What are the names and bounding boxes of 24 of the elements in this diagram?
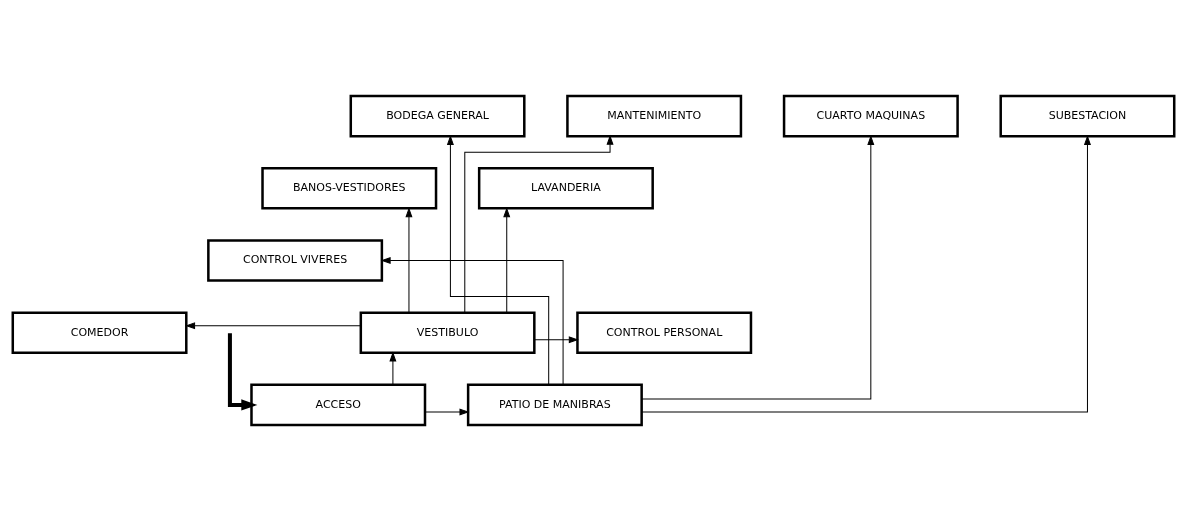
node-box: CUARTO MAQUINAS: [782, 94, 959, 138]
node-box: BANOS-VESTIDORES: [261, 166, 438, 210]
arrow: [186, 322, 362, 329]
node-box: VESTIBULO: [359, 311, 536, 355]
arrow: [424, 408, 469, 416]
node-box: CONTROL VIVERES: [207, 239, 384, 282]
arrow: [641, 135, 875, 400]
node-box: PATIO DE MANIBRAS: [466, 383, 643, 427]
arrow: [389, 352, 397, 386]
node-box: ACCESO: [250, 383, 427, 427]
arrow: [464, 135, 614, 313]
arrow: [405, 208, 413, 314]
arrow: [533, 336, 578, 344]
node-box: COMEDOR: [11, 311, 188, 355]
node-box: LAVANDERIA: [477, 166, 654, 210]
node-box: MANTENIMIENTO: [566, 94, 743, 138]
arrow: [641, 135, 1091, 413]
node-box: CONTROL PERSONAL: [576, 311, 753, 355]
node-box: BODEGA GENERAL: [349, 94, 526, 138]
arrow: [447, 135, 550, 386]
node-box: SUBESTACION: [999, 94, 1176, 138]
arrow: [381, 257, 564, 386]
arrow: [227, 333, 258, 411]
arrow: [503, 208, 511, 314]
